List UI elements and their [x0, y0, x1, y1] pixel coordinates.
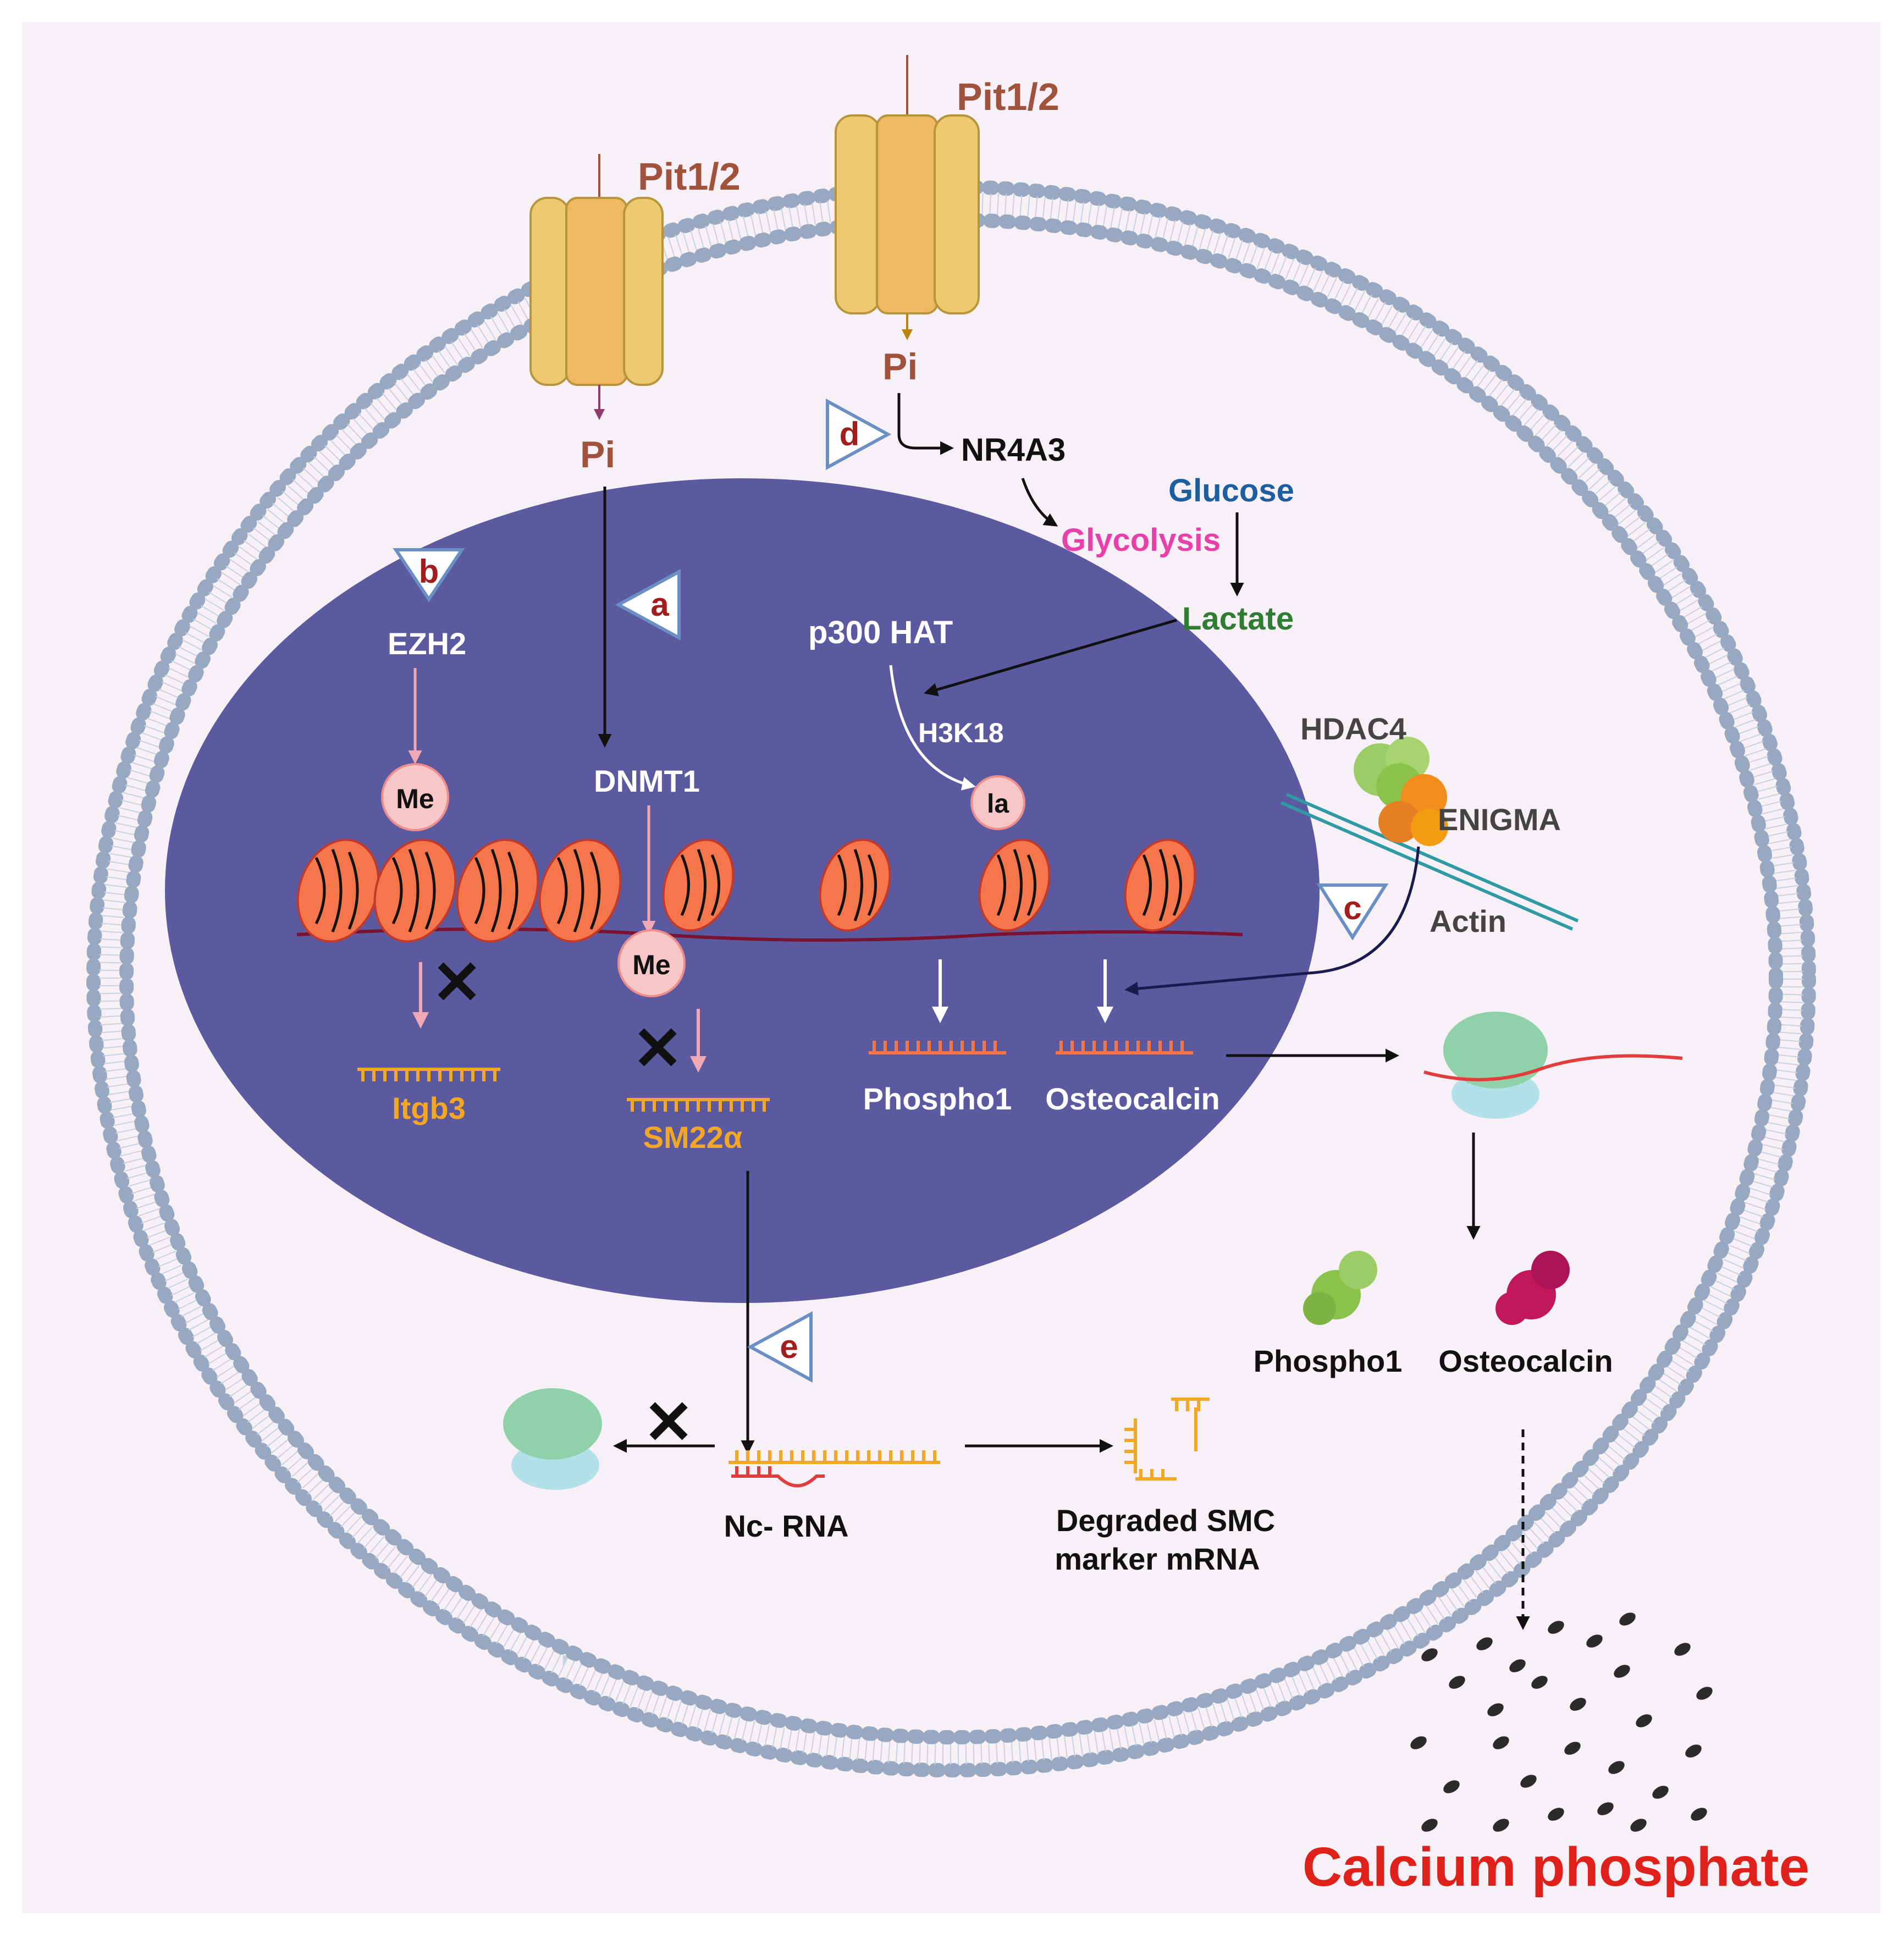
block-x-sm22a: ✕ — [632, 1015, 683, 1083]
actin-filament — [1280, 793, 1579, 931]
me-badge-top: Me — [381, 763, 449, 831]
calcium-phosphate-particles — [1410, 1612, 1713, 1832]
osteocalcin-protein — [1495, 1251, 1570, 1325]
h3k18-label: H3K18 — [918, 717, 1004, 748]
svg-text:a: a — [650, 586, 669, 623]
svg-text:c: c — [1343, 890, 1361, 926]
nucleosome — [373, 838, 457, 943]
nr4a3-label: NR4A3 — [961, 432, 1066, 468]
osteocalcin-gene-label: Osteocalcin — [1045, 1081, 1219, 1116]
svg-text:d: d — [840, 416, 860, 452]
ncrna-molecule — [729, 1450, 940, 1488]
enigma-protein — [1378, 774, 1448, 846]
arrow-nr4a3-to-glycolysis — [1021, 478, 1058, 527]
calcium-phosphate-label: Calcium phosphate — [1303, 1836, 1809, 1898]
pi-label-left: Pi — [580, 434, 615, 476]
ribosome-translating — [1423, 1012, 1683, 1119]
phospho1-gene-label: Phospho1 — [863, 1081, 1012, 1116]
degraded-label-line2: marker mRNA — [1055, 1542, 1260, 1576]
degraded-mrna — [1124, 1398, 1210, 1481]
p300-label: p300 HAT — [808, 615, 953, 650]
glucose-label: Glucose — [1168, 473, 1294, 509]
svg-text:b: b — [419, 553, 439, 590]
me-badge-bottom: Me — [617, 929, 686, 997]
svg-text:Me: Me — [632, 949, 670, 980]
mrna-sm22a — [627, 1098, 770, 1112]
nucleosome — [662, 838, 735, 932]
mrna-itgb3 — [357, 1068, 500, 1081]
phospho1-protein — [1303, 1251, 1377, 1325]
nucleus — [165, 478, 1320, 1303]
svg-text:e: e — [780, 1328, 798, 1365]
marker-d: d — [826, 398, 892, 471]
svg-text:la: la — [987, 789, 1009, 819]
arrow-p300-to-la — [889, 665, 976, 791]
svg-text:Me: Me — [396, 783, 434, 814]
itgb3-label: Itgb3 — [392, 1091, 466, 1125]
osteocalcin-protein-label: Osteocalcin — [1438, 1344, 1613, 1378]
block-x-itgb3: ✕ — [432, 949, 482, 1017]
marker-a: a — [615, 568, 681, 641]
hdac4-label: HDAC4 — [1300, 711, 1406, 746]
pit-label-left: Pit1/2 — [638, 155, 741, 198]
marker-c: c — [1316, 883, 1389, 941]
arrow-enigma-to-osteocalcin — [1124, 846, 1420, 996]
pit-channel-right — [835, 55, 980, 340]
nucleosome — [456, 838, 539, 943]
glycolysis-label: Glycolysis — [1061, 522, 1221, 558]
pi-label-right: Pi — [882, 346, 918, 388]
marker-e: e — [747, 1311, 813, 1383]
nucleosome — [1124, 838, 1196, 932]
block-x-ribosome: ✕ — [643, 1389, 694, 1456]
arrow-pi-to-nr4a3 — [897, 393, 954, 455]
ncrna-label: Nc- RNA — [724, 1509, 848, 1543]
mrna-osteocalcin — [1056, 1041, 1193, 1054]
dnmt1-label: DNMT1 — [594, 764, 700, 798]
lactate-label: Lactate — [1182, 601, 1294, 637]
la-badge: la — [970, 775, 1025, 830]
nucleosome — [538, 838, 622, 943]
sm22a-label: SM22α — [643, 1120, 743, 1155]
mrna-phospho1 — [869, 1041, 1006, 1054]
marker-b: b — [393, 548, 465, 603]
arrow-lactate-to-p300 — [924, 618, 1177, 697]
phospho1-protein-label: Phospho1 — [1254, 1344, 1403, 1378]
degraded-label-line1: Degraded SMC — [1056, 1503, 1275, 1538]
enigma-label: ENIGMA — [1438, 802, 1561, 837]
actin-label: Actin — [1430, 904, 1506, 938]
ribosome-blocked — [503, 1388, 602, 1490]
pit-label-right: Pit1/2 — [957, 75, 1059, 118]
nucleosome — [819, 838, 891, 932]
nucleosome — [978, 838, 1051, 932]
pit-channel-left — [529, 154, 664, 420]
ezh2-label: EZH2 — [388, 626, 466, 661]
